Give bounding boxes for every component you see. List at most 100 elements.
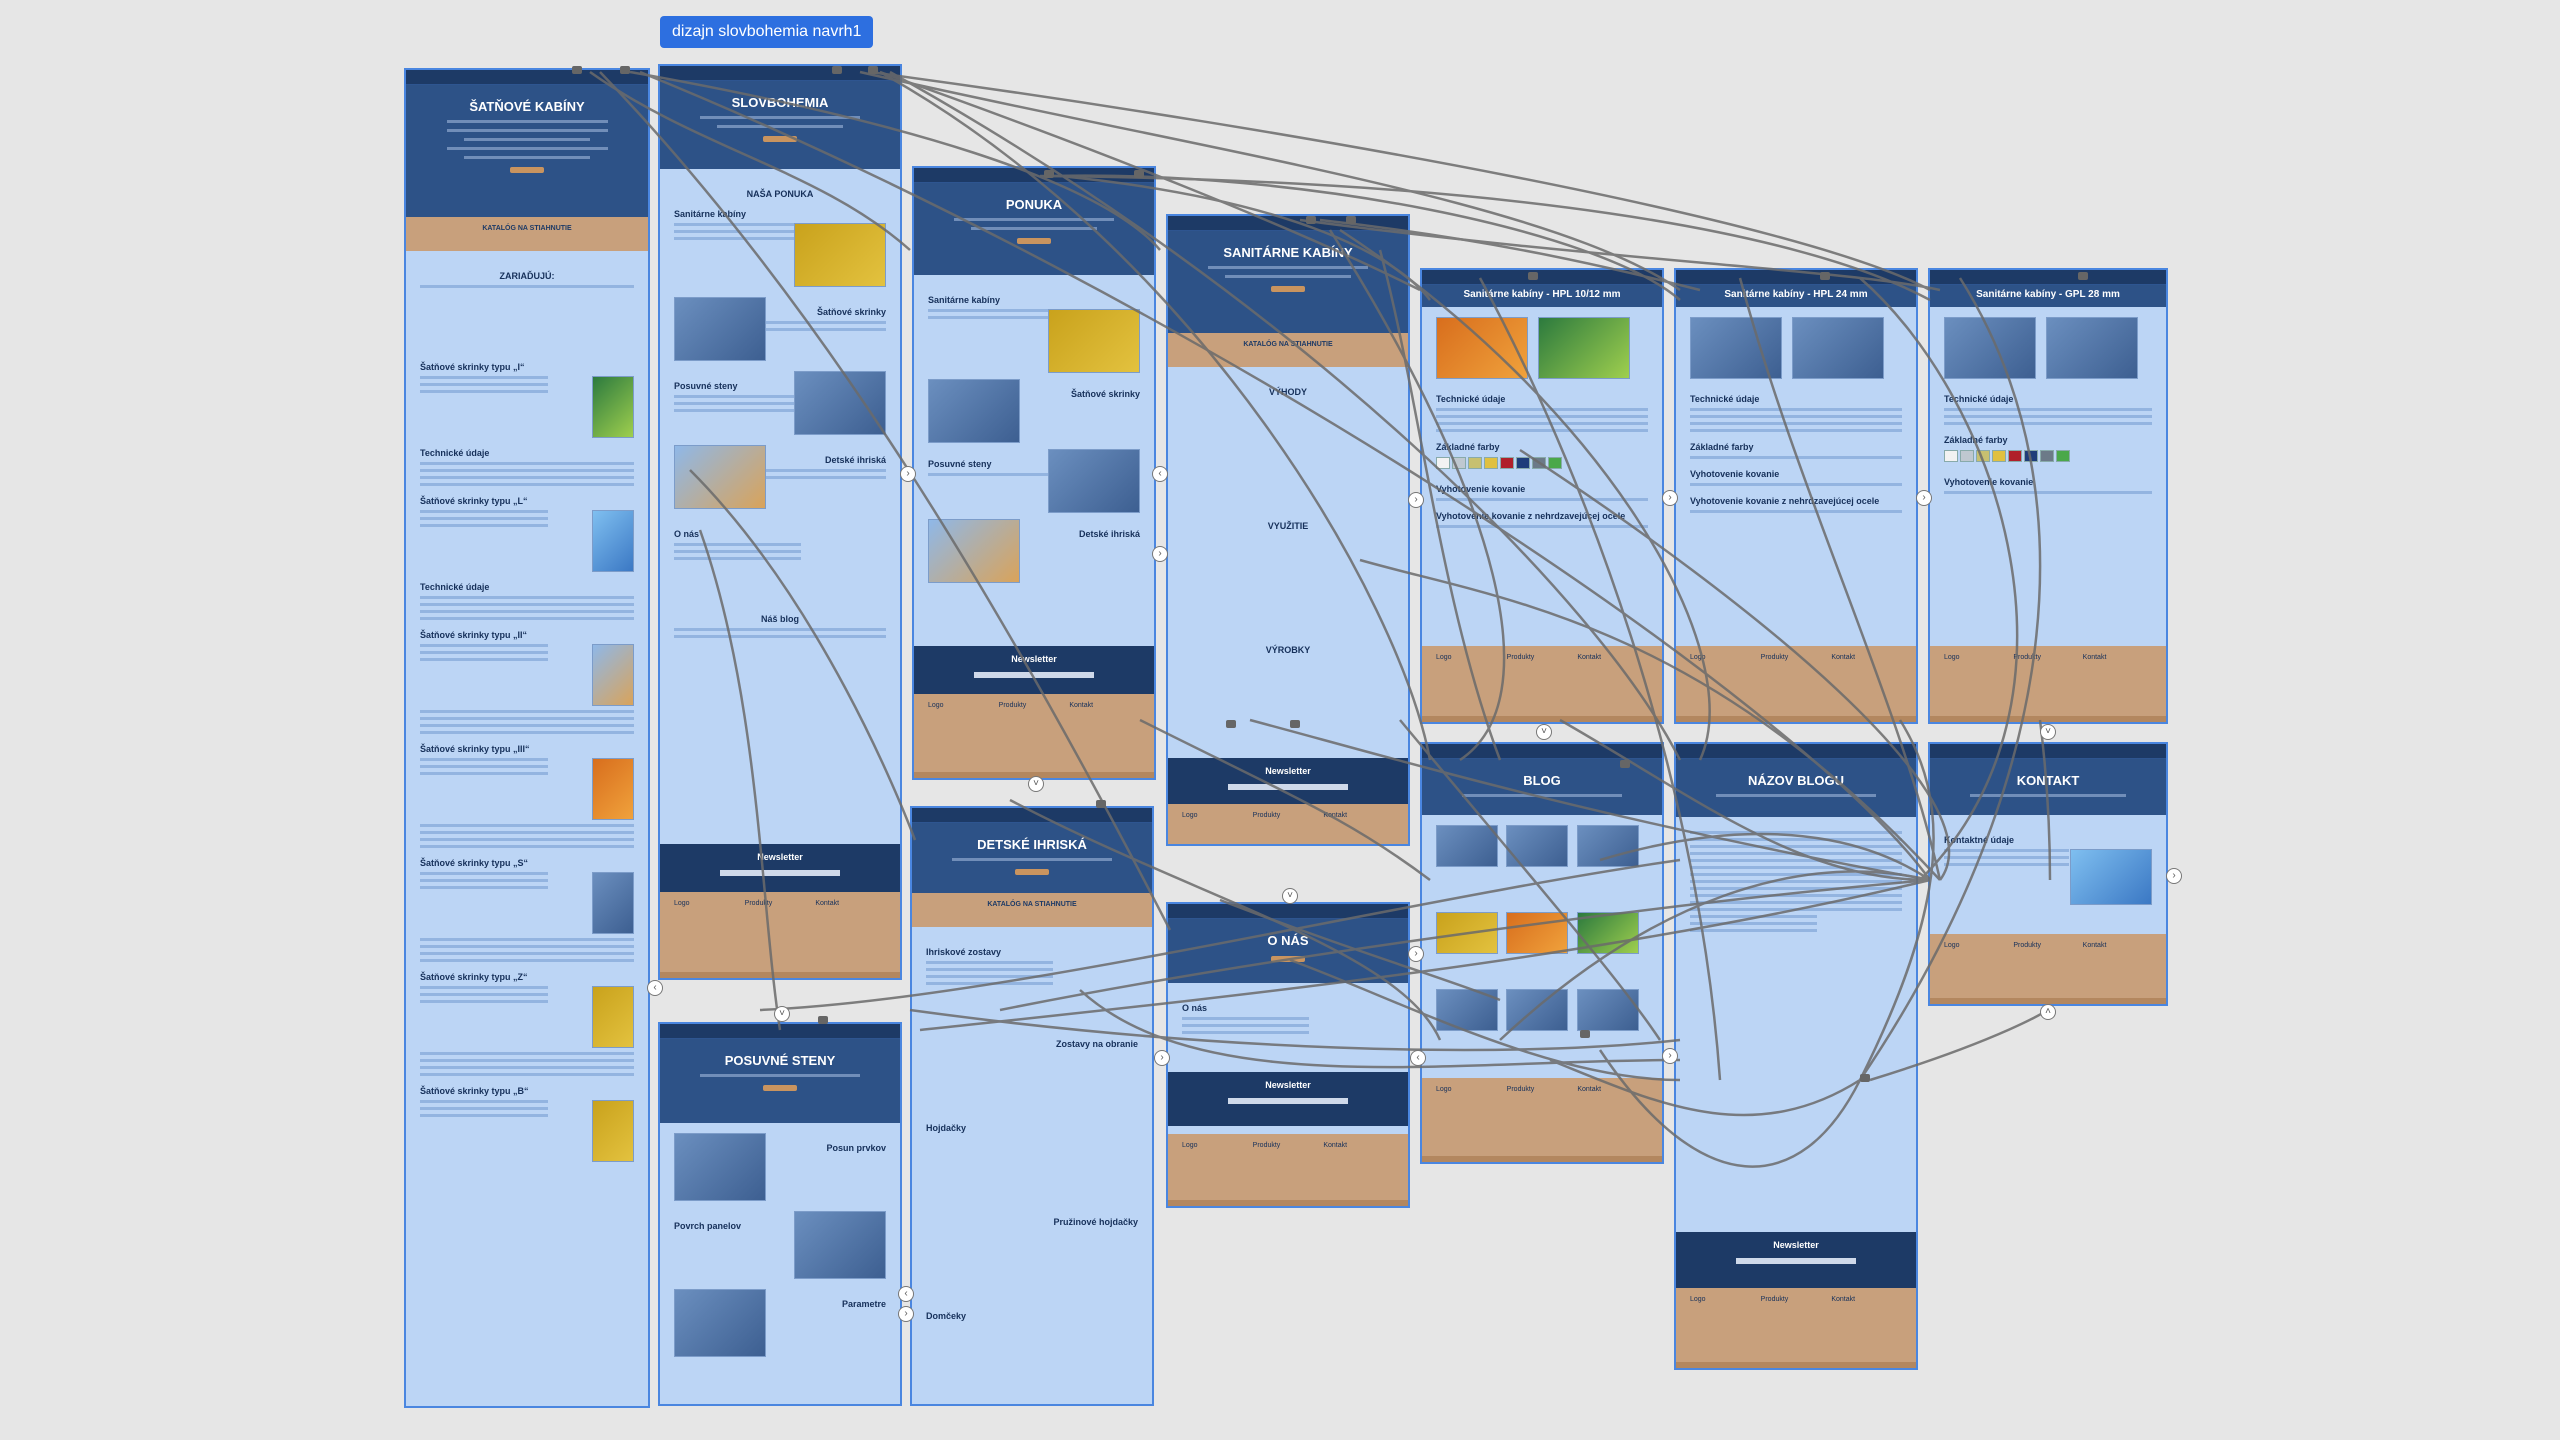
frame-nav — [1422, 270, 1662, 285]
footer-col: Logo — [1944, 942, 1960, 949]
section-heading: VYUŽITIE — [1267, 521, 1309, 531]
chevron-right-icon[interactable]: › — [1154, 1050, 1170, 1066]
chevron-right-icon[interactable]: › — [1916, 490, 1932, 506]
chevron-left-icon[interactable]: ‹ — [1152, 466, 1168, 482]
frame-posuvne-steny[interactable]: POSUVNÉ STENY Posun prvkov Povrch panelo… — [658, 1022, 902, 1406]
frame-hero: Sanitárne kabíny - HPL 24 mm — [1676, 285, 1916, 307]
connector-handle[interactable] — [1290, 720, 1300, 728]
frame-hero: POSUVNÉ STENY — [660, 1039, 900, 1123]
section-heading: Vyhotovenie kovanie z nehrdzavejúcej oce… — [1690, 496, 1880, 506]
item-heading: O nás — [674, 529, 700, 539]
flow-start-label[interactable]: dizajn slovbohemia navrh1 — [660, 16, 874, 48]
frame-satnove-kabiny[interactable]: ŠATŇOVÉ KABÍNY KATALÓG NA STIAHNUTIE ZAR… — [404, 68, 650, 1408]
newsletter-input[interactable] — [1228, 1098, 1348, 1104]
color-swatch — [1944, 450, 1958, 462]
chevron-down-icon[interactable]: ˅ — [1536, 724, 1552, 740]
chevron-right-icon[interactable]: › — [900, 466, 916, 482]
connector-handle[interactable] — [1528, 272, 1538, 280]
connector-handle[interactable] — [620, 66, 630, 74]
connector-handle[interactable] — [2078, 272, 2088, 280]
chevron-down-icon[interactable]: ˅ — [774, 1006, 790, 1022]
chevron-right-icon[interactable]: › — [1662, 1048, 1678, 1064]
catalog-band[interactable]: KATALÓG NA STIAHNUTIE — [406, 217, 648, 251]
footer-col: Produkty — [1252, 812, 1281, 819]
frame-footer: Logo Produkty Kontakt — [1676, 646, 1916, 722]
chevron-left-icon[interactable]: ‹ — [647, 980, 663, 996]
frame-kontakt[interactable]: KONTAKT Kontaktné údaje Logo Produkty Ko… — [1928, 742, 2168, 1006]
chevron-down-icon[interactable]: ˅ — [1028, 776, 1044, 792]
chevron-right-icon[interactable]: › — [1408, 946, 1424, 962]
catalog-band[interactable]: KATALÓG NA STIAHNUTIE — [912, 893, 1152, 927]
frame-detske-ihriska[interactable]: DETSKÉ IHRISKÁ KATALÓG NA STIAHNUTIE Ihr… — [910, 806, 1154, 1406]
connector-handle[interactable] — [1134, 170, 1144, 178]
chevron-right-icon[interactable]: › — [1662, 490, 1678, 506]
frame-nav — [1676, 270, 1916, 285]
footer-col: Kontakt — [2082, 654, 2107, 661]
chevron-right-icon[interactable]: › — [898, 1306, 914, 1322]
frame-home[interactable]: SLOVBOHEMIA NAŠA PONUKA Sanitárne kabíny… — [658, 64, 902, 980]
section-heading: Vyhotovenie kovanie — [1944, 477, 2034, 487]
connector-handle[interactable] — [1306, 216, 1316, 224]
chevron-right-icon[interactable]: › — [1408, 492, 1424, 508]
item-heading: Zostavy na obranie — [1055, 1039, 1138, 1049]
newsletter-block: Newsletter — [914, 646, 1154, 696]
newsletter-input[interactable] — [974, 672, 1094, 678]
frame-nav — [912, 808, 1152, 823]
newsletter-input[interactable] — [720, 870, 840, 876]
chevron-down-icon[interactable]: ˅ — [1282, 888, 1298, 904]
chevron-right-icon[interactable]: › — [2166, 868, 2182, 884]
connector-handle[interactable] — [1044, 170, 1054, 178]
newsletter-block: Newsletter — [1676, 1232, 1916, 1288]
connector-handle[interactable] — [1226, 720, 1236, 728]
frame-footer: Logo Produkty Kontakt — [660, 892, 900, 978]
footer-col: Kontakt — [1323, 1142, 1348, 1149]
frame-blog-post[interactable]: NÁZOV BLOGU Newsletter Logo Produkty Kon… — [1674, 742, 1918, 1370]
frame-hero: SLOVBOHEMIA — [660, 81, 900, 169]
chevron-left-icon[interactable]: ‹ — [1410, 1050, 1426, 1066]
newsletter-block: Newsletter — [660, 844, 900, 894]
item-heading: Sanitárne kabíny — [674, 209, 747, 219]
newsletter-input[interactable] — [1228, 784, 1348, 790]
chevron-right-icon[interactable]: › — [1152, 546, 1168, 562]
footer-col: Kontakt — [1577, 1086, 1602, 1093]
section-heading: VÝROBKY — [1265, 645, 1311, 655]
newsletter-title: Newsletter — [1011, 654, 1057, 664]
connector-handle[interactable] — [1580, 1030, 1590, 1038]
item-heading: Posun prvkov — [826, 1143, 886, 1153]
frame-gpl-28[interactable]: Sanitárne kabíny - GPL 28 mm Technické ú… — [1928, 268, 2168, 724]
frame-nav — [1422, 744, 1662, 759]
frame-hero: PONUKA — [914, 183, 1154, 275]
connector-handle[interactable] — [818, 1016, 828, 1024]
footer-col: Logo — [1182, 812, 1198, 819]
frame-hpl-10-12[interactable]: Sanitárne kabíny - HPL 10/12 mm Technick… — [1420, 268, 1664, 724]
footer-col: Logo — [1690, 654, 1706, 661]
section-heading: Základné farby — [1690, 442, 1754, 452]
connector-handle[interactable] — [1860, 1074, 1870, 1082]
item-heading: Šatňové skrinky typu „I“ — [420, 362, 525, 372]
frame-ponuka[interactable]: PONUKA Sanitárne kabíny Šatňové skrinky … — [912, 166, 1156, 780]
frame-footer: Logo Produkty Kontakt — [1168, 1134, 1408, 1206]
connector-handle[interactable] — [1620, 760, 1630, 768]
connector-handle[interactable] — [832, 66, 842, 74]
frame-nav — [1930, 744, 2166, 759]
chevron-left-icon[interactable]: ‹ — [898, 1286, 914, 1302]
catalog-band[interactable]: KATALÓG NA STIAHNUTIE — [1168, 333, 1408, 367]
frame-title: PONUKA — [1005, 197, 1063, 212]
frame-o-nas[interactable]: O NÁS O nás Newsletter Logo Produkty Kon… — [1166, 902, 1410, 1208]
connector-handle[interactable] — [868, 66, 878, 74]
section-heading: Vyhotovenie kovanie z nehrdzavejúcej oce… — [1436, 511, 1626, 521]
newsletter-input[interactable] — [1736, 1258, 1856, 1264]
connector-handle[interactable] — [1820, 272, 1830, 280]
connector-handle[interactable] — [1346, 216, 1356, 224]
color-swatch — [2008, 450, 2022, 462]
frame-sanitarne-kabiny[interactable]: SANITÁRNE KABÍNY KATALÓG NA STIAHNUTIE V… — [1166, 214, 1410, 846]
item-heading: Parametre — [841, 1299, 886, 1309]
chevron-up-icon[interactable]: ˄ — [2040, 1004, 2056, 1020]
chevron-down-icon[interactable]: ˅ — [2040, 724, 2056, 740]
frame-hpl-24[interactable]: Sanitárne kabíny - HPL 24 mm Technické ú… — [1674, 268, 1918, 724]
connector-handle[interactable] — [1096, 800, 1106, 808]
frame-blog[interactable]: BLOG Logo Produkty Kontakt — [1420, 742, 1664, 1164]
connector-handle[interactable] — [572, 66, 582, 74]
item-heading: Ihriskové zostavy — [926, 947, 1002, 957]
